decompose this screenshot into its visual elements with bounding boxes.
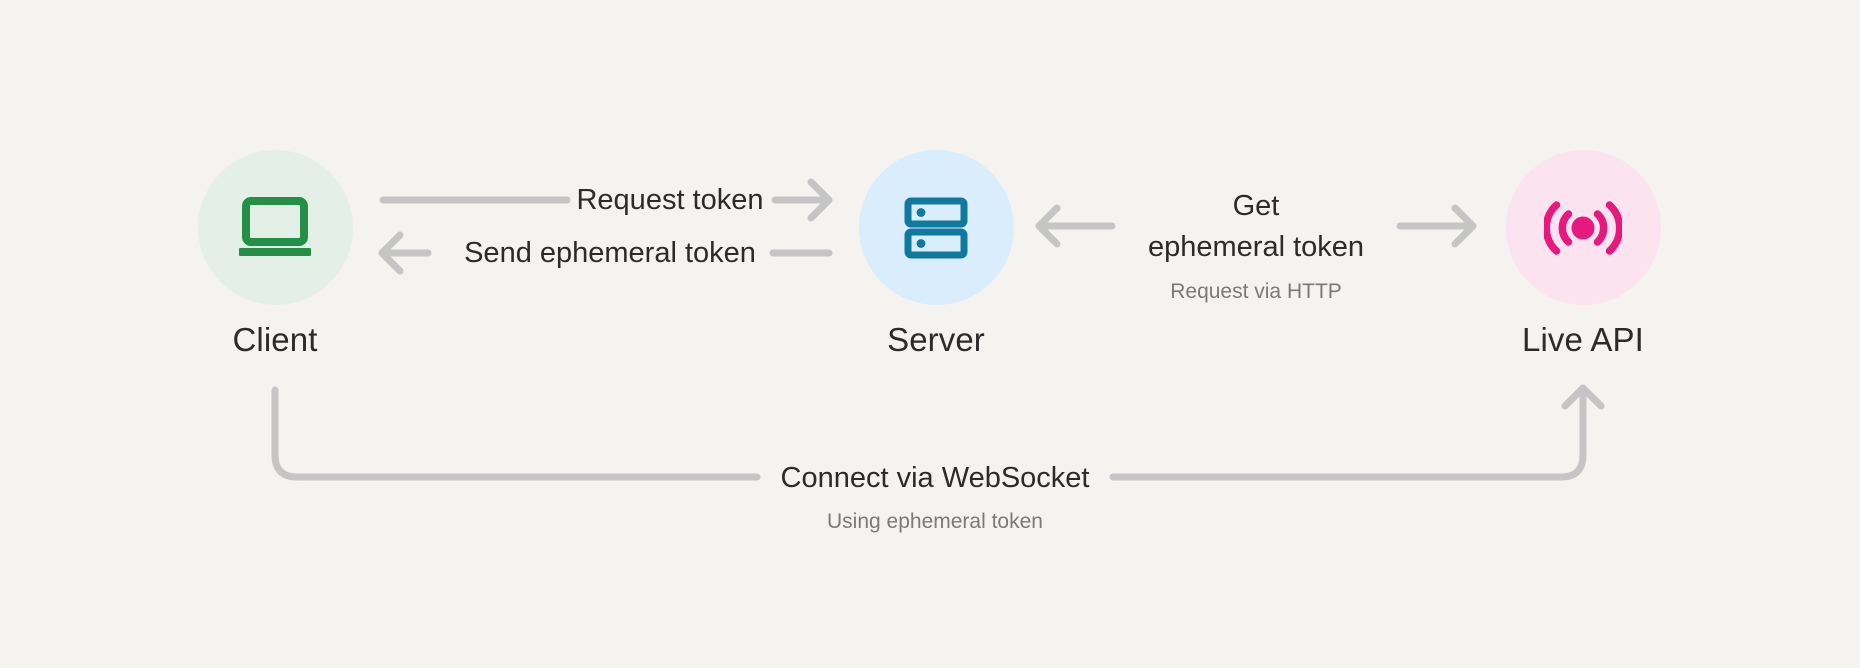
server-rack-icon (904, 197, 968, 258)
node-label-live-api: Live API (1522, 321, 1644, 358)
node-label-server: Server (887, 321, 985, 358)
arrowhead-left-icon (1035, 204, 1061, 248)
node-live-api[interactable]: Live API (1503, 150, 1663, 359)
edge-request-token-connector (379, 178, 833, 222)
edge-get-ephemeral-token-connector (1035, 204, 1477, 248)
edge-label-request-token: Request token (576, 184, 764, 216)
arrowhead-right-icon (807, 178, 833, 222)
arrowhead-left-icon (378, 231, 404, 275)
edge-send-ephemeral-token-connector (378, 231, 833, 275)
edge-connect-websocket-connector (271, 384, 1605, 481)
edge-label-connect-websocket: Connect via WebSocket (780, 462, 1090, 494)
edge-label-get-ephemeral-token-line2: ephemeral token (1147, 231, 1365, 263)
node-client[interactable]: Client (195, 150, 355, 359)
live-api-circle (1505, 150, 1661, 305)
server-circle (858, 150, 1014, 305)
laptop-icon (239, 196, 311, 256)
broadcast-signal-icon (1544, 200, 1622, 255)
edge-sublabel-using-ephemeral-token: Using ephemeral token (827, 510, 1043, 533)
arrowhead-right-icon (1451, 204, 1477, 248)
edge-sublabel-request-via-http: Request via HTTP (1170, 280, 1342, 303)
edge-label-send-ephemeral-token: Send ephemeral token (464, 237, 756, 269)
node-label-client: Client (232, 321, 318, 358)
edge-label-get-ephemeral-token-line1: Get (1232, 190, 1280, 222)
client-circle (197, 150, 353, 305)
node-server[interactable]: Server (856, 150, 1016, 359)
arrowhead-up-icon (1561, 384, 1605, 410)
